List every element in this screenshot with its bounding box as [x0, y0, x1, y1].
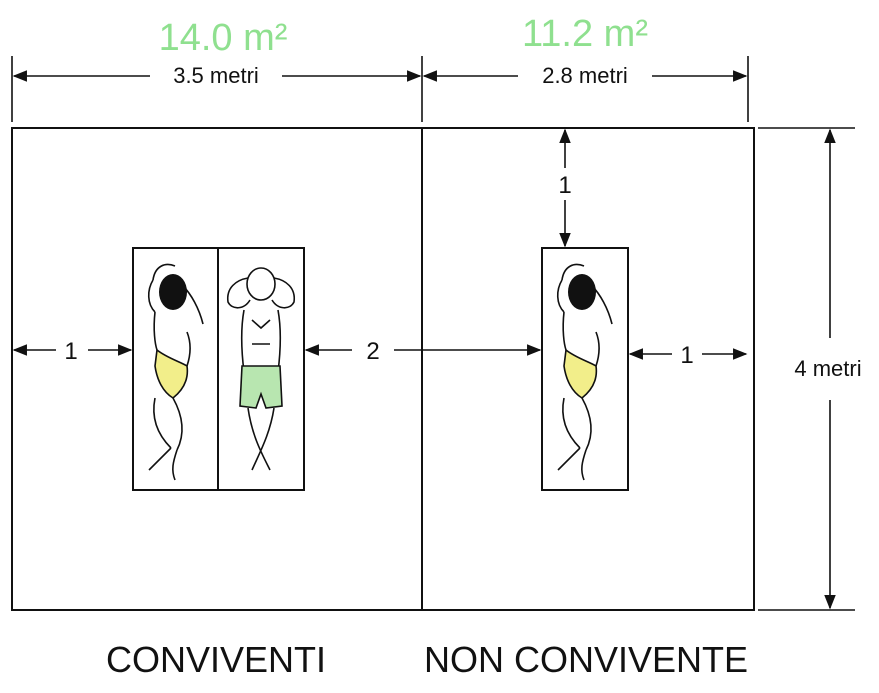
distance-label-left: 1	[64, 338, 77, 365]
width-label-right: 2.8 metri	[542, 63, 628, 88]
person-box-man	[217, 247, 305, 491]
person-box-woman-right	[541, 247, 629, 491]
distance-arrow-between: 2	[304, 338, 542, 365]
sunbathing-woman-icon	[147, 263, 204, 481]
caption-non-convivente: NON CONVIVENTE	[424, 639, 748, 680]
width-label-left: 3.5 metri	[173, 63, 259, 88]
top-dimension-right: 2.8 metri	[422, 56, 749, 122]
sunbathing-woman-icon-right	[556, 263, 613, 481]
height-dimension: 4 metri	[758, 127, 878, 611]
distance-arrow-top: 1	[558, 128, 572, 248]
distance-label-top: 1	[558, 172, 571, 199]
zone-non-convivente	[421, 127, 755, 611]
distance-arrow-left: 1	[12, 338, 133, 365]
area-label-left: 14.0 m²	[159, 17, 288, 59]
height-label: 4 metri	[794, 356, 861, 381]
distance-label-between: 2	[366, 338, 379, 365]
area-label-right: 11.2 m²	[522, 13, 648, 55]
distance-arrow-right: 1	[628, 342, 748, 369]
distance-label-right: 1	[680, 342, 693, 369]
caption-conviventi: CONVIVENTI	[106, 639, 326, 680]
sunbathing-man-icon	[226, 267, 296, 471]
top-dimension-left: 3.5 metri	[11, 56, 423, 122]
